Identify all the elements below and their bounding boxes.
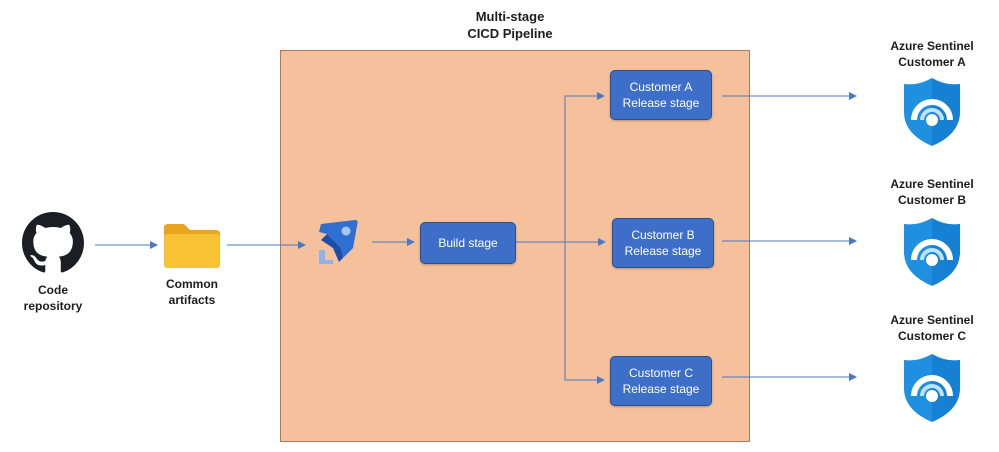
folder-icon — [162, 222, 222, 270]
arrow-build-to-release-c — [564, 242, 605, 384]
build-stage-box: Build stage — [420, 222, 516, 264]
release-stage-customer-c: Customer C Release stage — [610, 356, 712, 406]
azure-pipelines-icon — [313, 218, 361, 266]
sentinel-shield-icon — [902, 76, 962, 148]
arrow-build-to-release-a — [564, 92, 605, 242]
sentinel-shield-icon — [902, 352, 962, 424]
repo-label: Code repository — [23, 283, 83, 313]
diagram-title: Multi-stage CICD Pipeline — [410, 8, 610, 42]
build-stage-label: Build stage — [438, 236, 498, 250]
title-line-2: CICD Pipeline — [467, 26, 553, 41]
github-icon — [22, 212, 84, 274]
artifacts-label: Common artifacts — [166, 277, 218, 307]
release-stage-customer-b: Customer B Release stage — [612, 218, 714, 268]
sentinel-a-label: Azure Sentinel Customer A — [890, 39, 974, 69]
sentinel-shield-icon — [902, 216, 962, 288]
sentinel-b-label: Azure Sentinel Customer B — [890, 177, 974, 207]
title-line-1: Multi-stage — [475, 9, 545, 24]
sentinel-c-label: Azure Sentinel Customer C — [890, 313, 974, 343]
release-stage-customer-a: Customer A Release stage — [610, 70, 712, 120]
